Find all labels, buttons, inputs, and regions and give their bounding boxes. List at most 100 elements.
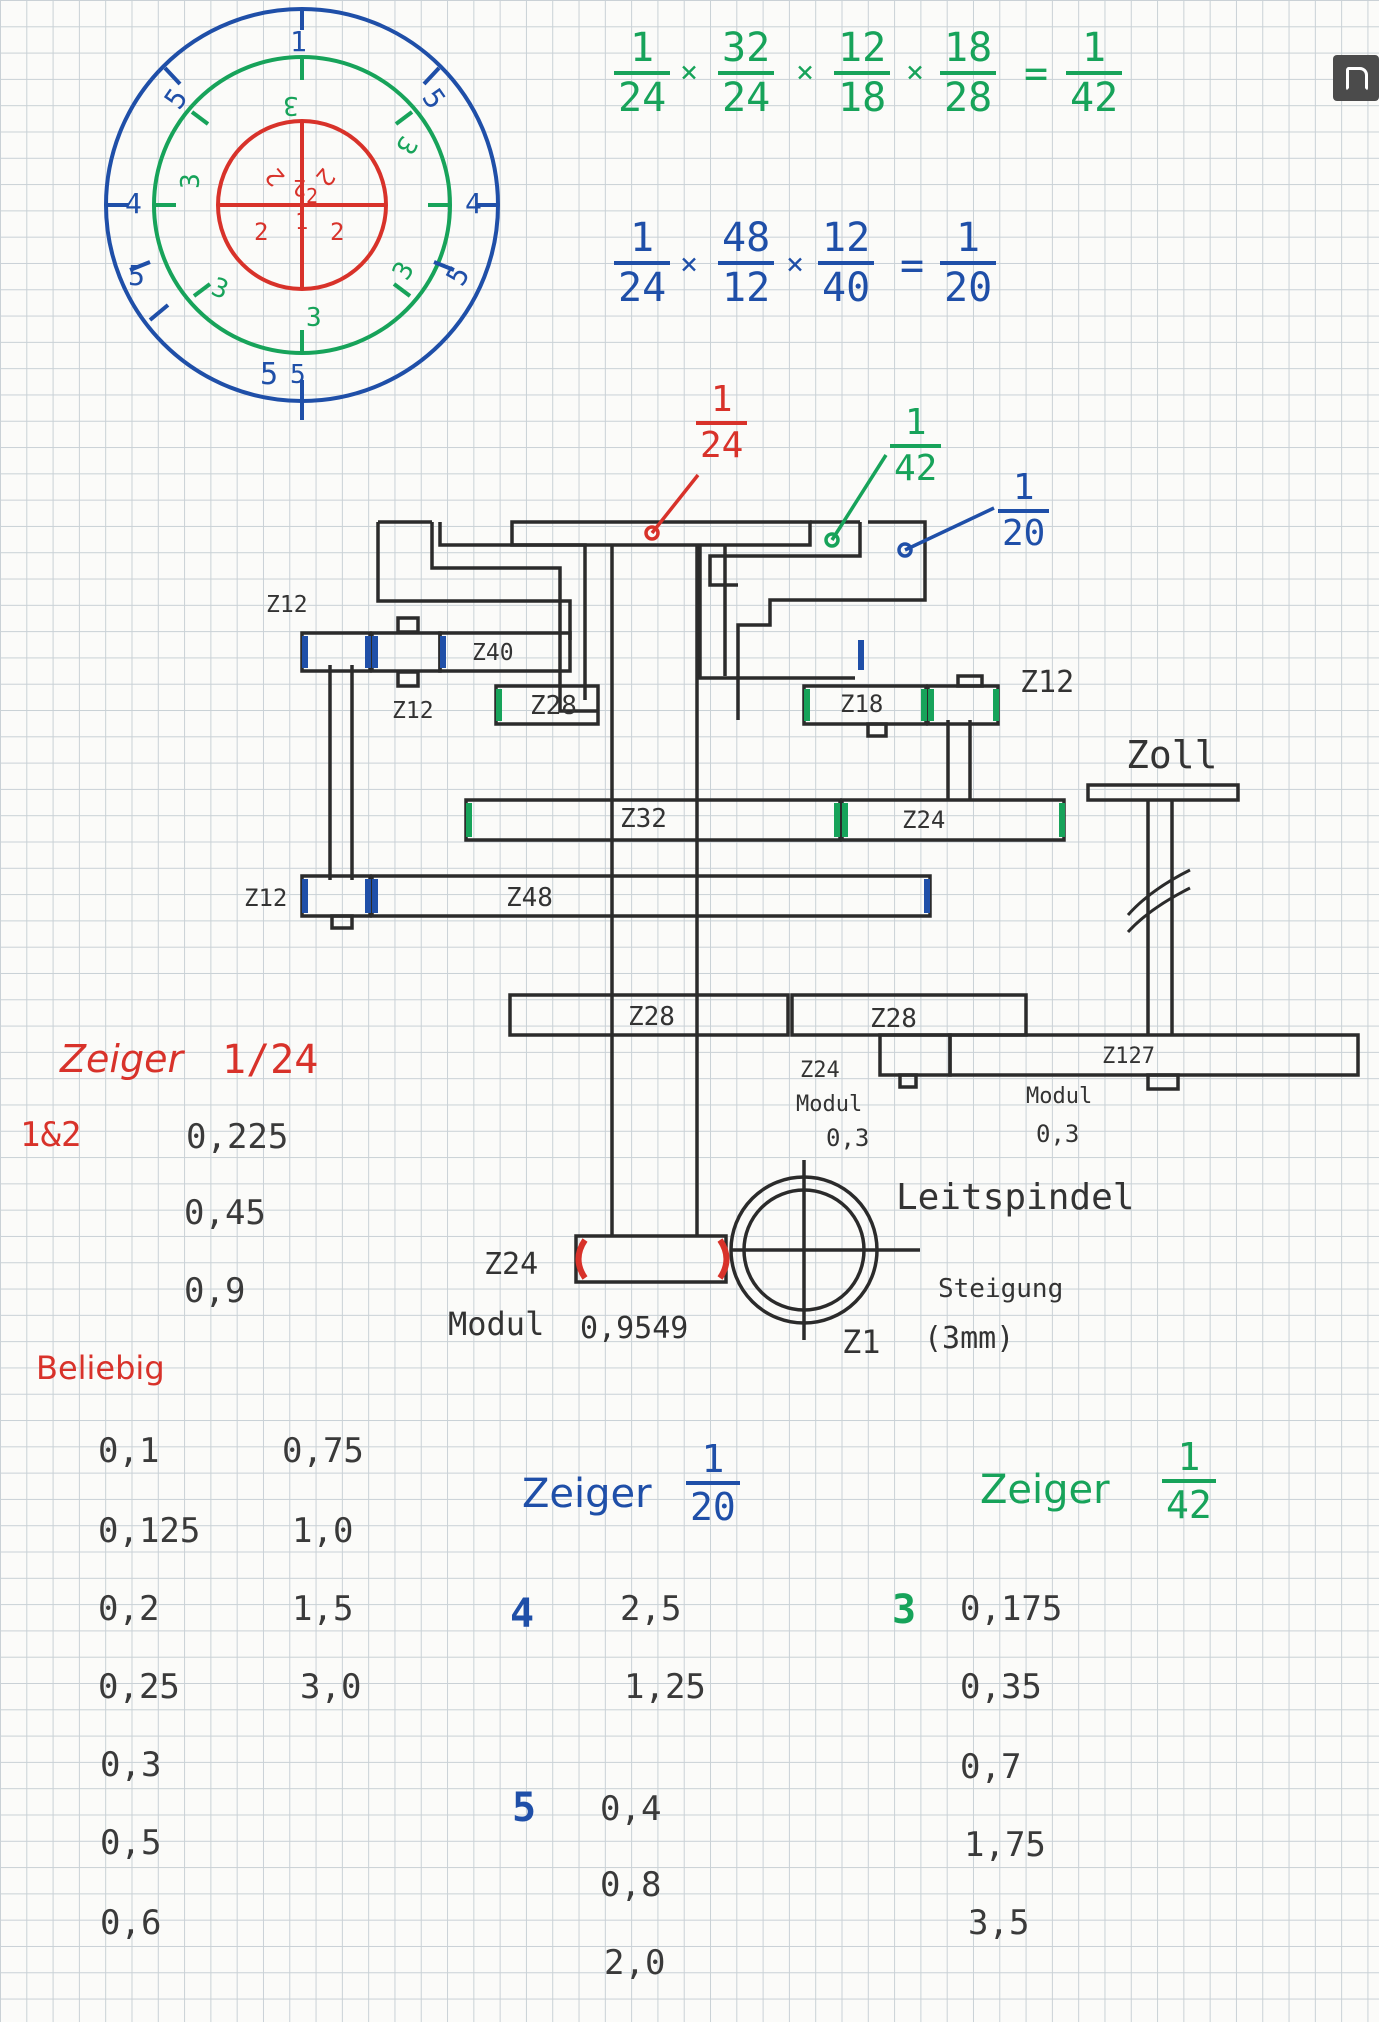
gear-label-z18: Z18 bbox=[840, 690, 884, 718]
value: 0,4 bbox=[600, 1789, 662, 1829]
value: 0,35 bbox=[960, 1667, 1042, 1707]
dial-inner-label: 2 bbox=[306, 184, 319, 208]
dial-middle-label: 3 bbox=[306, 303, 322, 333]
dial-outer-label: 4 bbox=[125, 187, 142, 220]
gear-label-z28: Z28 bbox=[628, 1002, 675, 1032]
denominator: 42 bbox=[1066, 71, 1123, 118]
numerator: 1 bbox=[701, 1437, 725, 1481]
value: 0,9 bbox=[184, 1271, 246, 1311]
numerator: 1 bbox=[956, 215, 981, 261]
times-operator: × bbox=[680, 247, 699, 282]
value: 0,225 bbox=[186, 1117, 289, 1157]
value: 0,2 bbox=[98, 1589, 160, 1629]
corner-symbol-icon bbox=[1333, 55, 1379, 101]
value: 2,0 bbox=[604, 1943, 666, 1983]
label-z1: Z1 bbox=[842, 1323, 881, 1361]
times-operator: × bbox=[906, 55, 925, 90]
value: 1,5 bbox=[292, 1589, 354, 1629]
dial-outer-label: 5 bbox=[128, 259, 145, 292]
section-title: Zeiger bbox=[60, 1037, 184, 1081]
dial-outer-label: 5 bbox=[290, 360, 306, 390]
value: 0,5 bbox=[100, 1823, 162, 1863]
section-key: 1&2 bbox=[20, 1115, 82, 1155]
section-key: 4 bbox=[510, 1591, 535, 1637]
numerator: 12 bbox=[822, 215, 871, 261]
gear-frame bbox=[300, 520, 1360, 1340]
label-modul: Modul bbox=[796, 1092, 863, 1117]
numerator: 12 bbox=[838, 25, 887, 71]
value: 0,8 bbox=[600, 1865, 662, 1905]
equals-operator: = bbox=[900, 243, 925, 289]
label-zoll: Zoll bbox=[1126, 733, 1218, 777]
label-steigung: Steigung bbox=[938, 1274, 1064, 1304]
dial-inner-label: 1 bbox=[295, 210, 309, 235]
denominator: 42 bbox=[890, 444, 942, 487]
value: 0,75 bbox=[282, 1431, 364, 1471]
gear-label-z12: Z12 bbox=[244, 884, 288, 912]
section-fraction: 1/24 bbox=[222, 1037, 319, 1083]
value: 1,0 bbox=[292, 1511, 354, 1551]
value: 1,75 bbox=[964, 1825, 1046, 1865]
denominator: 20 bbox=[940, 261, 997, 308]
denominator: 24 bbox=[718, 71, 775, 118]
value: 0,25 bbox=[98, 1667, 180, 1707]
label-modul: Modul bbox=[448, 1305, 545, 1343]
numerator: 1 bbox=[630, 215, 655, 261]
numerator: 1 bbox=[904, 402, 927, 443]
times-operator: × bbox=[796, 55, 815, 90]
gear-label-z32: Z32 bbox=[620, 804, 667, 834]
label-steigung-value: (3mm) bbox=[924, 1321, 1015, 1356]
gear-label-z28: Z28 bbox=[530, 691, 577, 721]
times-operator: × bbox=[786, 247, 805, 282]
gear-teeth-marks bbox=[302, 636, 1065, 1280]
gear-label-z24: Z24 bbox=[800, 1058, 840, 1083]
gear-label-z24: Z24 bbox=[902, 806, 946, 834]
times-operator: × bbox=[680, 55, 699, 90]
section-key: 5 bbox=[512, 1785, 537, 1831]
numerator: 18 bbox=[944, 25, 993, 71]
denominator: 40 bbox=[818, 261, 875, 308]
gear-label-z12: Z12 bbox=[266, 592, 308, 618]
section-title: Beliebig bbox=[36, 1349, 165, 1387]
numerator: 1 bbox=[1082, 25, 1107, 71]
numerator: 32 bbox=[722, 25, 771, 71]
gear-label-z48: Z48 bbox=[506, 883, 553, 913]
dial-middle-label: 3 bbox=[175, 173, 206, 189]
numerator: 48 bbox=[722, 215, 771, 261]
value: 3,0 bbox=[300, 1667, 362, 1707]
label-modul: Modul bbox=[1026, 1084, 1093, 1109]
label-leitspindel: Leitspindel bbox=[896, 1177, 1135, 1218]
denominator: 18 bbox=[834, 71, 891, 118]
denominator: 20 bbox=[998, 509, 1050, 552]
gear-label-z12: Z12 bbox=[392, 698, 434, 724]
denominator: 12 bbox=[718, 261, 775, 308]
section-title: Zeiger bbox=[522, 1471, 652, 1517]
label-modul-value: 0,3 bbox=[1036, 1120, 1080, 1148]
value: 0,1 bbox=[98, 1431, 160, 1471]
dial-outer-label: 4 bbox=[465, 187, 482, 220]
dial-inner-label: 2 bbox=[254, 218, 269, 246]
numerator: 1 bbox=[1177, 1435, 1201, 1479]
numerator: 1 bbox=[1012, 467, 1035, 508]
denominator: 42 bbox=[1162, 1479, 1216, 1524]
section-key: 3 bbox=[892, 1587, 917, 1633]
value: 0,6 bbox=[100, 1903, 162, 1943]
label-modul-value: 0,3 bbox=[826, 1124, 870, 1152]
equals-operator: = bbox=[1024, 51, 1049, 97]
gear-label-z40: Z40 bbox=[472, 640, 514, 666]
value: 0,45 bbox=[184, 1193, 266, 1233]
denominator: 24 bbox=[614, 261, 671, 308]
dial-rings bbox=[104, 7, 500, 420]
